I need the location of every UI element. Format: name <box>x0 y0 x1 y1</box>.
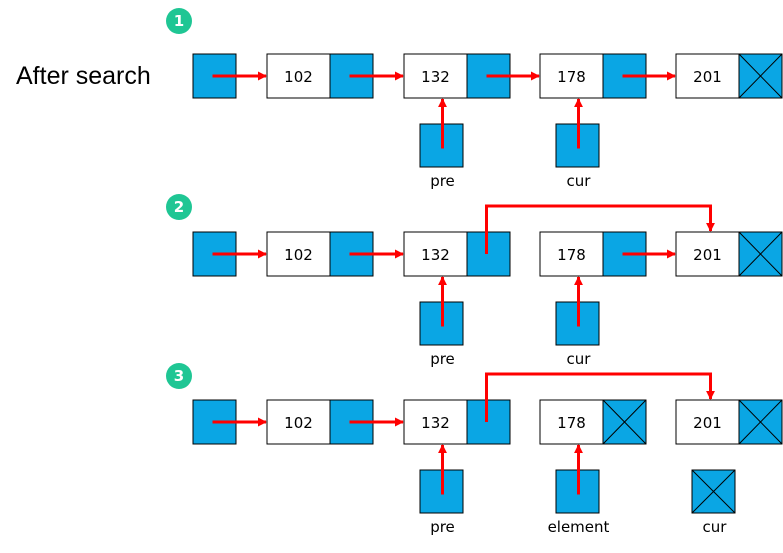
pointer-variable-element: element <box>548 444 610 536</box>
list-node: 201 <box>675 231 783 277</box>
null-next-pointer <box>738 399 783 445</box>
step-badge-number: 2 <box>174 198 184 216</box>
step-badge <box>166 8 192 34</box>
null-cross-line <box>738 53 783 99</box>
node-value: 178 <box>557 414 586 432</box>
list-node: 178 <box>539 231 647 277</box>
null-next-pointer <box>738 53 783 99</box>
node-value: 132 <box>421 68 450 86</box>
node-value-cell <box>403 231 468 277</box>
node-value-cell <box>403 53 468 99</box>
node-value: 201 <box>693 246 722 264</box>
step-badge-number: 1 <box>174 12 184 30</box>
pointer-variable-pre: pre <box>419 444 464 536</box>
null-next-pointer <box>738 231 783 277</box>
pointer-variable-cur: cur <box>555 276 600 368</box>
pointer-null-box <box>691 469 736 514</box>
null-next-pointer <box>602 399 647 445</box>
step-2: 2 102 132 178 201 pre cur <box>166 194 783 368</box>
node-value: 102 <box>284 414 313 432</box>
node-value: 132 <box>421 246 450 264</box>
node-next-pointer <box>466 399 511 445</box>
node-value: 102 <box>284 68 313 86</box>
node-value: 102 <box>284 246 313 264</box>
node-value-cell <box>266 231 331 277</box>
list-node: 102 <box>266 53 374 99</box>
node-value-cell <box>675 399 740 445</box>
null-cross-line <box>691 469 736 514</box>
pointer-variable-pre: pre <box>419 98 464 190</box>
list-node: 201 <box>675 399 783 445</box>
node-value-cell <box>539 53 604 99</box>
step-badge <box>166 363 192 389</box>
node-value-cell <box>675 231 740 277</box>
node-value: 178 <box>557 246 586 264</box>
node-value: 201 <box>693 68 722 86</box>
pointer-label: cur <box>567 350 592 368</box>
step-badge-number: 3 <box>174 367 184 385</box>
list-node: 132 <box>403 231 511 277</box>
pointer-label: cur <box>567 172 592 190</box>
node-value-cell <box>266 53 331 99</box>
node-value: 178 <box>557 68 586 86</box>
pointer-label: pre <box>430 172 455 190</box>
list-node: 178 <box>539 53 647 99</box>
pointer-variable-pre: pre <box>419 276 464 368</box>
null-cross-line <box>602 399 647 445</box>
pointer-variable-cur: cur <box>691 469 736 536</box>
node-value-cell <box>539 399 604 445</box>
list-node: 201 <box>675 53 783 99</box>
node-next-pointer <box>466 231 511 277</box>
node-value-cell <box>403 399 468 445</box>
null-cross-line <box>738 231 783 277</box>
pointer-label: pre <box>430 350 455 368</box>
node-value-cell <box>675 53 740 99</box>
bypass-arrow <box>485 372 715 422</box>
diagram-title: After search <box>16 62 151 90</box>
pointer-label: cur <box>703 518 728 536</box>
step-3: 3 102 132 178 201 pre element cur <box>166 363 783 536</box>
pointer-variable-cur: cur <box>555 98 600 190</box>
null-cross-line <box>738 399 783 445</box>
list-node: 178 <box>539 399 647 445</box>
step-1: 1 102 132 178 201 pre cur <box>166 8 783 190</box>
list-node: 102 <box>266 399 374 445</box>
pointer-label: pre <box>430 518 455 536</box>
node-value: 132 <box>421 414 450 432</box>
node-value: 201 <box>693 414 722 432</box>
pointer-label: element <box>548 518 610 536</box>
step-badge <box>166 194 192 220</box>
bypass-arrow <box>485 204 715 254</box>
list-node: 132 <box>403 399 511 445</box>
steps-layer: 1 102 132 178 201 pre cur 2 102 132 178 201 pre cur 3 1… <box>166 8 783 536</box>
